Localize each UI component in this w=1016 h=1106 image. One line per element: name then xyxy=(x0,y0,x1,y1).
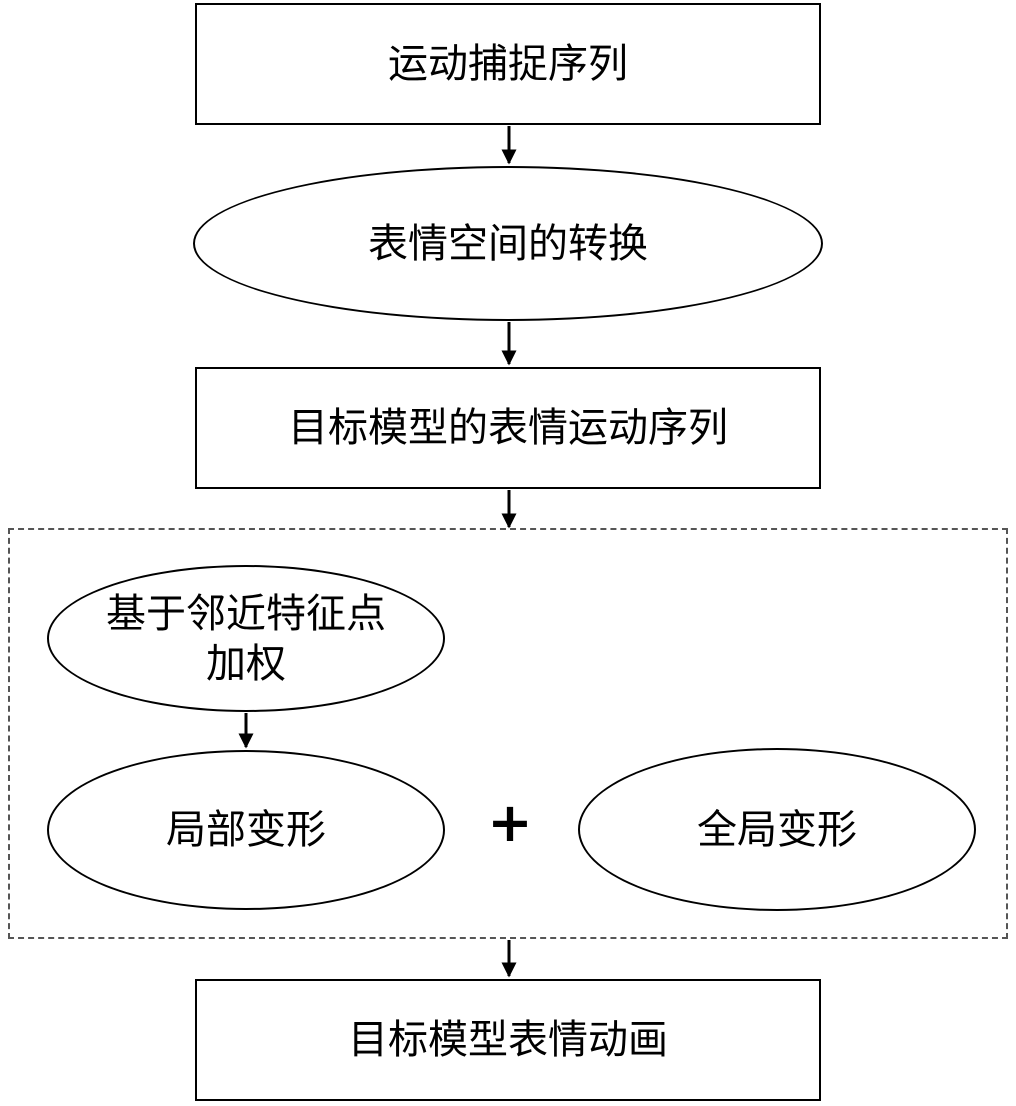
plus-sign: + xyxy=(487,791,533,854)
neighbor-weighting-label: 基于邻近特征点加权 xyxy=(106,590,386,687)
mocap-sequence-label: 运动捕捉序列 xyxy=(388,41,628,87)
deformation-group xyxy=(8,528,1008,939)
global-deformation-ellipse: 全局变形 xyxy=(578,748,976,911)
local-deformation-ellipse: 局部变形 xyxy=(47,750,445,910)
target-model-animation-box: 目标模型表情动画 xyxy=(195,979,821,1101)
mocap-sequence-box: 运动捕捉序列 xyxy=(195,3,821,125)
neighbor-weighting-ellipse: 基于邻近特征点加权 xyxy=(47,565,445,712)
expression-space-transform-label: 表情空间的转换 xyxy=(368,220,648,267)
global-deformation-label: 全局变形 xyxy=(697,806,857,853)
target-model-motion-sequence-box: 目标模型的表情运动序列 xyxy=(195,367,821,489)
target-model-motion-sequence-label: 目标模型的表情运动序列 xyxy=(288,405,728,451)
expression-space-transform-ellipse: 表情空间的转换 xyxy=(193,166,823,321)
target-model-animation-label: 目标模型表情动画 xyxy=(348,1017,668,1063)
local-deformation-label: 局部变形 xyxy=(166,807,326,853)
